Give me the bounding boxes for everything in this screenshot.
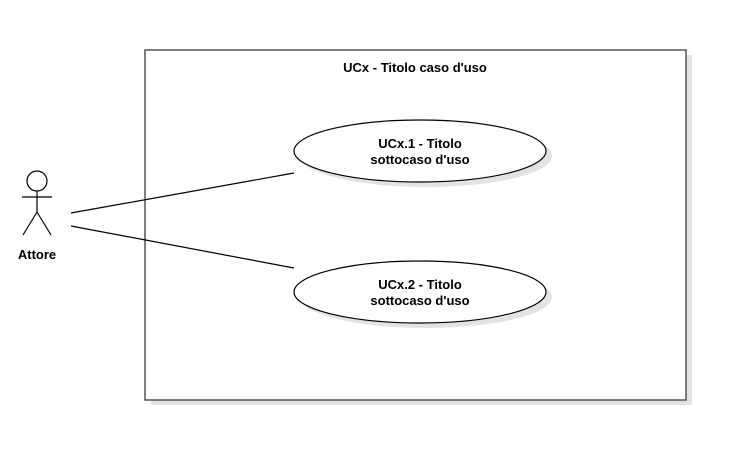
use-case-1-subtitle: sottocaso d'uso	[370, 152, 469, 167]
association-line-2[interactable]	[70, 225, 295, 269]
system-title: UCx - Titolo caso d'uso	[343, 60, 487, 75]
use-case-1[interactable]: UCx.1 - Titolo sottocaso d'uso	[293, 119, 552, 187]
use-case-2-subtitle: sottocaso d'uso	[370, 293, 469, 308]
actor-left-leg	[22, 211, 38, 236]
use-case-2[interactable]: UCx.2 - Titolo sottocaso d'uso	[293, 260, 552, 328]
actor-head	[26, 170, 48, 192]
use-case-1-title: UCx.1 - Titolo	[378, 136, 462, 151]
use-case-2-ellipse	[293, 260, 547, 324]
association-line-1[interactable]	[70, 172, 295, 214]
use-case-1-ellipse	[293, 119, 547, 183]
system-boundary[interactable]	[144, 49, 687, 401]
use-case-2-title: UCx.2 - Titolo	[378, 277, 462, 292]
actor[interactable]	[22, 170, 52, 236]
actor-label: Attore	[18, 247, 56, 262]
actor-right-leg	[36, 211, 52, 236]
